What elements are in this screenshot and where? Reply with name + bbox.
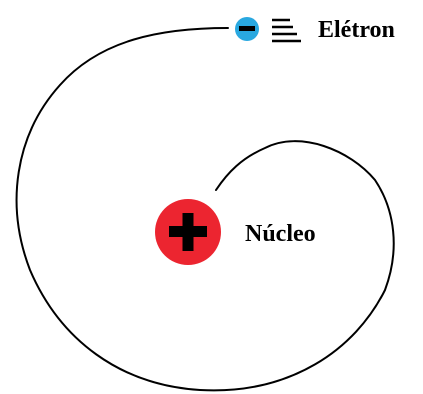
nucleus-label: Núcleo (245, 221, 316, 247)
spiral-orbit (15, 27, 395, 392)
nucleus (155, 199, 221, 265)
electron (235, 17, 259, 41)
electron-minus-sign (239, 26, 255, 31)
speed-lines-icon (272, 18, 301, 43)
electron-label: Elétron (318, 17, 395, 43)
nucleus-plus-vertical (182, 213, 194, 251)
